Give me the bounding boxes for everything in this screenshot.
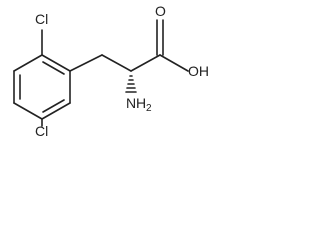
ch2-calpha-bond	[101, 54, 132, 72]
amine-subscript: 2	[146, 103, 152, 114]
chemical-structure: Cl Cl O OH N H 2	[13, 3, 209, 138]
amine-n-label: N	[126, 95, 136, 111]
ring-double-bond-inner	[42, 99, 65, 113]
hydroxyl-label: OH	[188, 63, 209, 79]
ring-ch2-bond	[69, 54, 103, 72]
chlorine-label-top: Cl	[35, 11, 48, 27]
ring-double-bond-inner	[42, 61, 65, 75]
hashed-wedge-bond	[125, 75, 137, 93]
ring-bond	[13, 102, 43, 120]
c-oh-bond	[159, 54, 189, 72]
chlorine-label-bottom: Cl	[35, 123, 48, 138]
calpha-ccarboxyl-bond	[130, 54, 161, 72]
ring-bond	[41, 54, 71, 72]
ring-bond	[13, 54, 43, 72]
benzene-ring	[13, 54, 71, 120]
amine-label: N H 2	[126, 95, 152, 114]
carbonyl-oxygen-label: O	[155, 3, 166, 19]
amine-h-label: H	[136, 95, 146, 111]
ring-bond	[41, 102, 71, 120]
